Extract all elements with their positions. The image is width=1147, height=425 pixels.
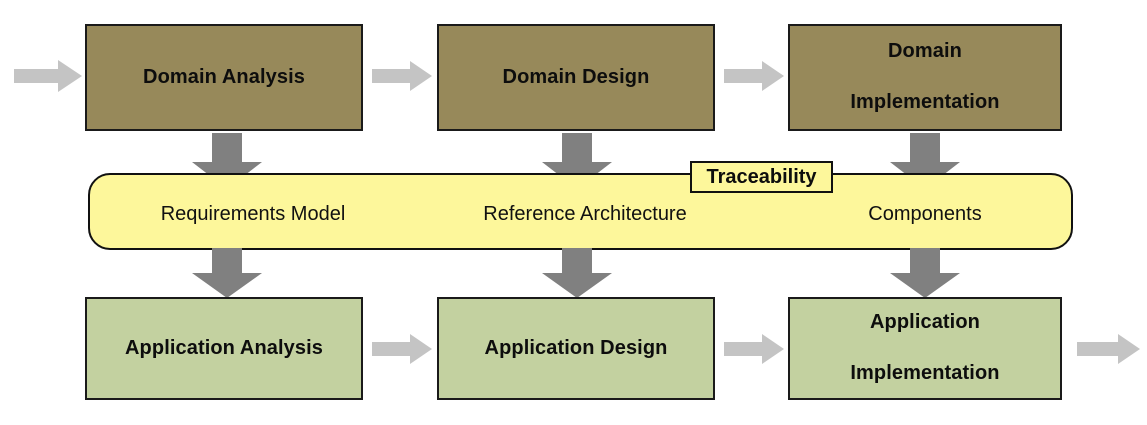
application-analysis-box[interactable]: Application Analysis	[85, 297, 363, 400]
domain-analysis-box[interactable]: Domain Analysis	[85, 24, 363, 131]
reference-architecture-to-application-design-arrow	[542, 248, 612, 298]
application-implementation-label-line1: Application	[869, 311, 980, 334]
application-implementation-label-line2: Implementation	[850, 362, 1000, 385]
domain-analysis-to-design-arrow	[372, 61, 432, 91]
components-label: Components	[868, 203, 982, 225]
requirements-model-label: Requirements Model	[160, 203, 346, 225]
application-analysis-label: Application Analysis	[125, 336, 323, 359]
domain-implementation-label-line1: Domain	[888, 40, 962, 63]
domain-implementation-label-line2: Implementation	[850, 91, 1000, 114]
domain-design-to-implementation-arrow	[724, 61, 784, 91]
traceability-tag-label: Traceability	[706, 165, 817, 188]
artifact-band	[88, 173, 1073, 250]
output-flow-arrow	[1077, 334, 1140, 364]
reference-architecture-label: Reference Architecture	[483, 203, 687, 225]
application-design-box[interactable]: Application Design	[437, 297, 715, 400]
domain-design-label: Domain Design	[502, 65, 650, 88]
application-design-label: Application Design	[484, 336, 668, 359]
application-design-to-implementation-arrow	[724, 334, 784, 364]
application-analysis-to-design-arrow	[372, 334, 432, 364]
domain-design-box[interactable]: Domain Design	[437, 24, 715, 131]
traceability-tag[interactable]: Traceability	[690, 161, 833, 193]
domain-analysis-label: Domain Analysis	[143, 65, 305, 88]
input-flow-arrow	[14, 60, 82, 92]
requirements-model-to-application-analysis-arrow	[192, 248, 262, 298]
components-to-application-implementation-arrow	[890, 248, 960, 298]
